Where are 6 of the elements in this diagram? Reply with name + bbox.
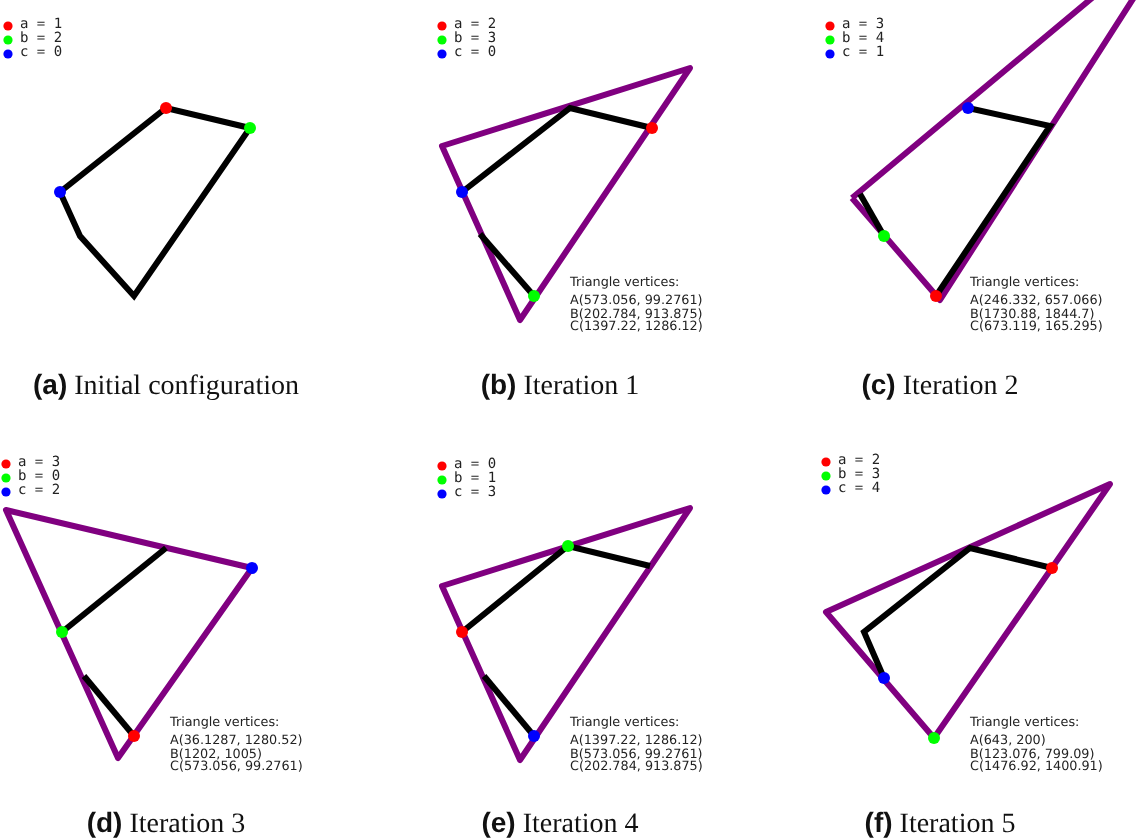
panel-caption: (a) Initial configuration [33, 368, 299, 404]
panel-caption: (f) Iteration 5 [864, 806, 1016, 840]
panel-caption: (c) Iteration 2 [861, 368, 1019, 404]
panel-caption: (e) Iteration 4 [481, 806, 639, 840]
panel-caption: (b) Iteration 1 [480, 368, 640, 404]
panel-caption: (d) Iteration 3 [86, 806, 246, 840]
